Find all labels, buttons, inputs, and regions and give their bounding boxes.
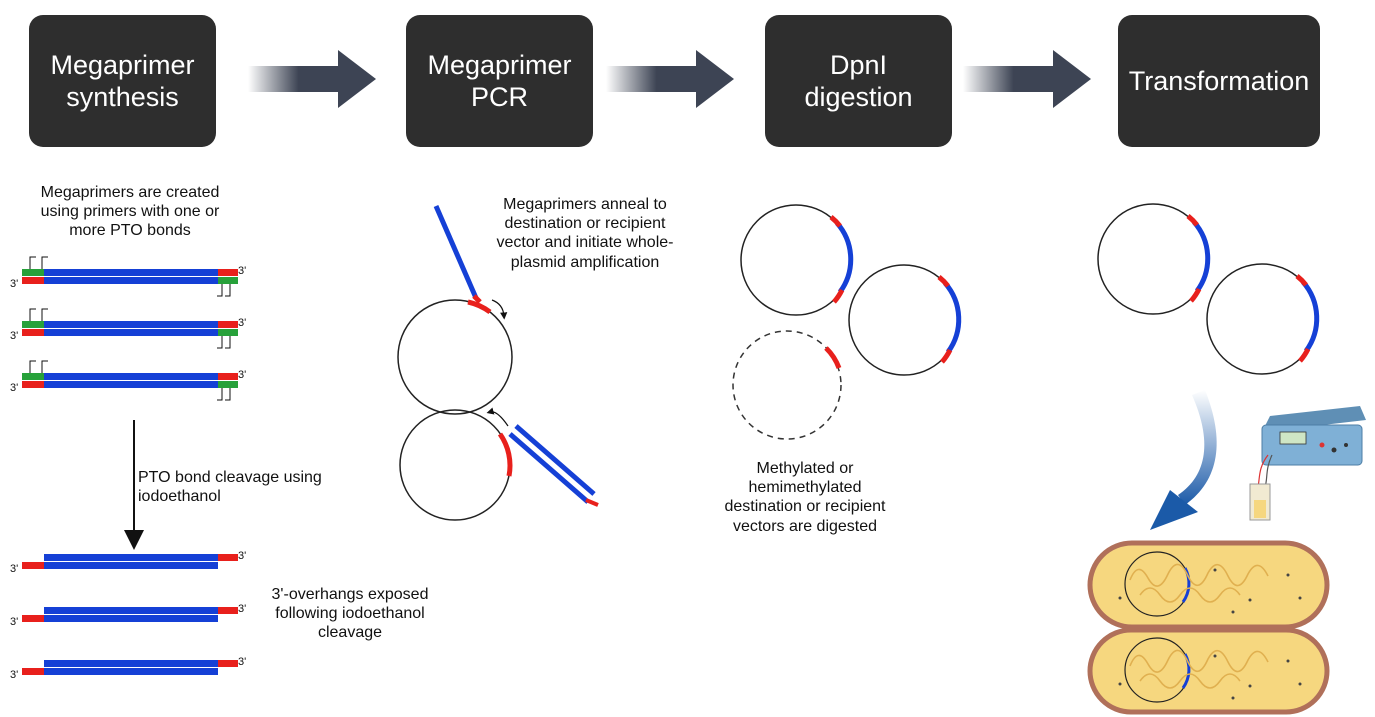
pcr-plasmid-bottom [399,407,599,521]
process-arrow-2 [606,50,734,108]
dpni-plasmid-1 [740,204,854,316]
process-arrow-1 [248,50,376,108]
transformation-curved-arrow [1150,390,1217,530]
three-prime-label: 3' [10,382,18,394]
anneal-text: Megaprimers anneal to destination or rec… [496,196,674,271]
digested-text: Methylated or hemimethylated destination… [724,460,886,535]
step-dpni-digestion: DpnI digestion [765,15,952,147]
three-prime-label: 3' [238,550,246,562]
pto-cleavage-text: PTO bond cleavage using iodoethanol [138,469,322,506]
step-transformation: Transformation [1118,15,1320,147]
step-megaprimer-synthesis: Megaprimer synthesis [29,15,216,147]
dpni-plasmid-2 [848,264,962,376]
bacterial-cell-2 [1087,627,1330,715]
electroporator-icon [1249,406,1366,521]
transformation-plasmid-1 [1097,203,1211,315]
step-megaprimer-pcr: Megaprimer PCR [406,15,593,147]
step-label: Transformation [1128,65,1310,96]
cleaved-megaprimer-1: 3' 3' [10,550,246,575]
megaprimer-with-pto-1: 3' 3' [10,256,246,297]
cleaved-megaprimer-2: 3' 3' [10,603,246,628]
three-prime-label: 3' [10,616,18,628]
three-prime-label: 3' [238,265,246,277]
megaprimer-created-text: Megaprimers are created using primers wi… [40,184,220,240]
three-prime-label: 3' [238,369,246,381]
step-label: Megaprimer synthesis [50,49,195,112]
transformation-plasmid-2 [1206,263,1320,375]
step-label: Megaprimer PCR [427,49,572,112]
dpni-digested-plasmid [732,330,842,440]
three-prime-label: 3' [10,563,18,575]
megaprimer-with-pto-3: 3' 3' [10,360,246,401]
megaprimer-with-pto-2: 3' 3' [10,308,246,349]
pcr-plasmid-top [397,205,513,415]
three-prime-label: 3' [238,656,246,668]
three-prime-label: 3' [10,278,18,290]
step-label: DpnI digestion [804,49,913,112]
bacterial-cell-1 [1087,540,1330,630]
three-prime-label: 3' [238,603,246,615]
three-prime-label: 3' [10,330,18,342]
three-prime-label: 3' [10,669,18,681]
three-prime-label: 3' [238,317,246,329]
process-arrow-3 [963,50,1091,108]
overhangs-text: 3'-overhangs exposed following iodoethan… [271,586,429,642]
cleaved-megaprimer-3: 3' 3' [10,656,246,681]
